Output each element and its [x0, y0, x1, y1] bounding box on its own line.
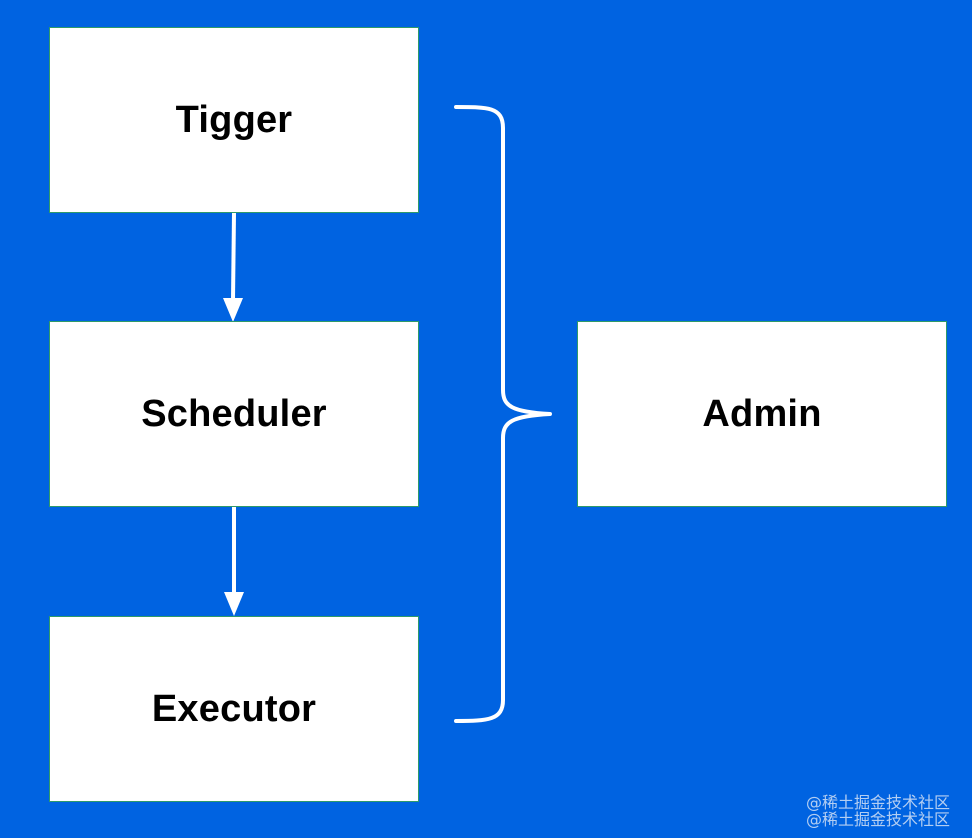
watermark: @稀土掘金技术社区 @稀土掘金技术社区 [806, 794, 950, 828]
executor-label: Executor [151, 687, 317, 730]
arrow-scheduler-to-executor [224, 507, 244, 616]
executor-node: Executor [49, 616, 419, 802]
watermark-line-2: @稀土掘金技术社区 [805, 810, 950, 829]
admin-label: Admin [702, 392, 822, 435]
admin-node: Admin [577, 321, 947, 507]
scheduler-label: Scheduler [141, 392, 327, 435]
tigger-node: Tigger [49, 27, 419, 213]
arrow-tigger-to-scheduler [223, 212, 243, 322]
watermark-line-1: @稀土掘金技术社区 [805, 793, 950, 812]
tigger-label: Tigger [175, 98, 293, 141]
brace-connector [454, 105, 552, 723]
scheduler-node: Scheduler [49, 321, 419, 507]
